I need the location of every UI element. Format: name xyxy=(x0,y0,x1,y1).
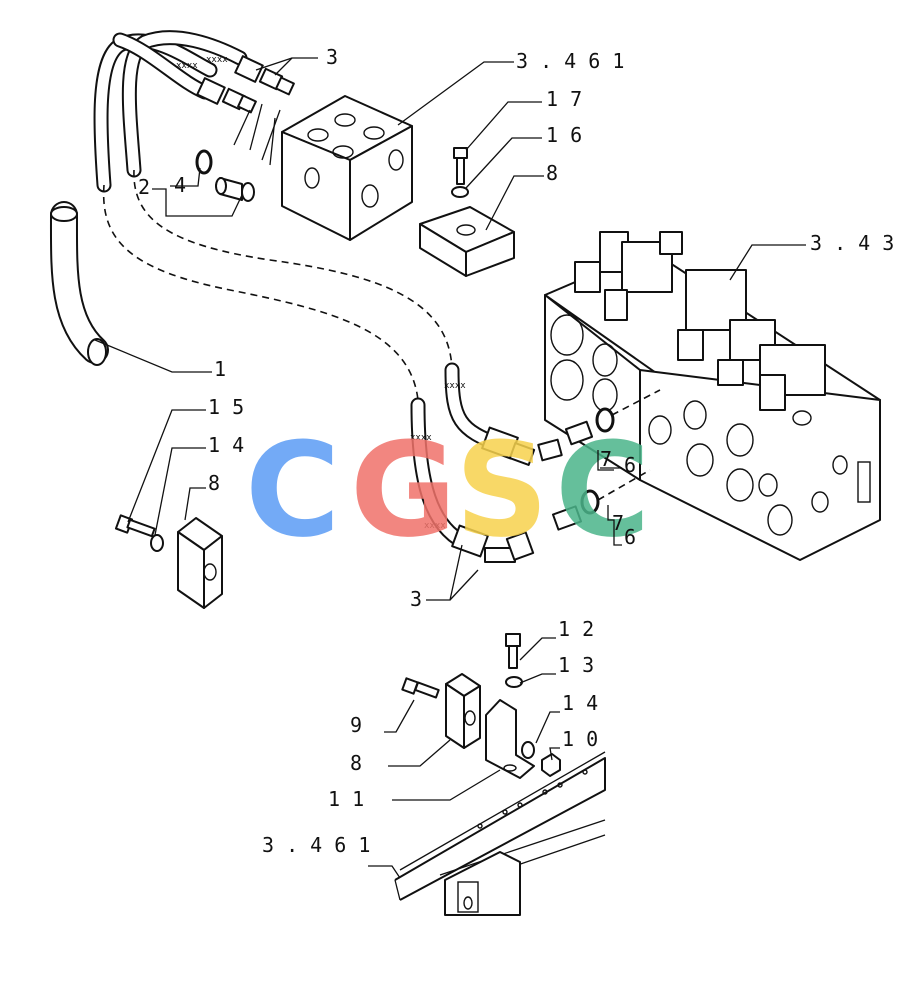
callout-9: 9 xyxy=(350,713,362,737)
washer-16 xyxy=(451,186,469,198)
nut-10 xyxy=(541,753,561,777)
clamp-8-left xyxy=(177,517,223,609)
svg-text:xxxx: xxxx xyxy=(206,55,228,65)
o-ring-4 xyxy=(195,149,213,175)
callout-1: 1 xyxy=(214,357,226,381)
callout-4: 4 xyxy=(174,173,186,197)
svg-text:xxxx: xxxx xyxy=(176,61,198,71)
svg-text:xxxx: xxxx xyxy=(410,433,432,443)
chassis-frame xyxy=(394,751,606,916)
bolt-17 xyxy=(453,147,468,185)
callout-7-b: 7 xyxy=(612,511,624,535)
callout-3-461-bottom: 3 . 4 6 1 xyxy=(262,833,370,857)
bolt-12 xyxy=(505,633,521,669)
bolt-15 xyxy=(114,514,156,538)
watermark-letter-4: C xyxy=(555,414,650,566)
hose-fittings-top: xxxx xxxx xyxy=(176,55,295,114)
hose-part-1 xyxy=(49,201,109,366)
control-valve-assembly xyxy=(544,231,881,561)
callout-3-43: 3 . 4 3 xyxy=(810,231,894,255)
hose-route-dashed-1 xyxy=(102,184,419,401)
callout-14-right: 1 4 xyxy=(562,691,598,715)
svg-text:xxxx: xxxx xyxy=(424,521,446,531)
callout-7-a: 7 xyxy=(600,447,612,471)
callout-labels: 3 3 . 4 6 1 1 7 1 6 8 3 . 4 3 2 4 1 1 5 … xyxy=(138,45,894,857)
callout-12: 1 2 xyxy=(558,617,594,641)
hose-pair xyxy=(93,30,248,193)
svg-text:xxxx: xxxx xyxy=(444,381,466,391)
watermark-letter-2: G xyxy=(350,414,457,566)
callout-13: 1 3 xyxy=(558,653,594,677)
callout-6-a: 6 xyxy=(624,453,636,477)
nipple-fitting xyxy=(215,177,255,202)
o-ring-7-a xyxy=(595,407,615,433)
callout-3-461-top: 3 . 4 6 1 xyxy=(516,49,624,73)
assembly-axis-b xyxy=(597,469,651,501)
bolt-9 xyxy=(401,677,440,699)
watermark-letter-3: S xyxy=(455,414,549,566)
valve-hoses: xxxx xxxx xxxx xyxy=(410,362,594,563)
callout-11: 1 1 xyxy=(328,787,364,811)
washer-13 xyxy=(505,676,523,688)
manifold-block xyxy=(281,95,413,241)
hose-route-dashed-2 xyxy=(133,169,453,371)
callout-3-bottom: 3 xyxy=(410,587,422,611)
callout-8-left: 8 xyxy=(208,471,220,495)
callout-8-top: 8 xyxy=(546,161,558,185)
callout-6-b: 6 xyxy=(624,525,636,549)
callout-15: 1 5 xyxy=(208,395,244,419)
clamp-8-top xyxy=(419,206,515,277)
callout-17: 1 7 xyxy=(546,87,582,111)
bracket-11 xyxy=(485,699,535,779)
callout-3-top: 3 xyxy=(326,45,338,69)
callout-8-bottom: 8 xyxy=(350,751,362,775)
washer-14-left xyxy=(150,534,164,552)
callout-10: 1 0 xyxy=(562,727,598,751)
callout-16: 1 6 xyxy=(546,123,582,147)
callout-2: 2 xyxy=(138,175,150,199)
clamp-8-bottom xyxy=(445,673,481,749)
washer-14-right xyxy=(521,741,535,759)
callout-14-left: 1 4 xyxy=(208,433,244,457)
leader-lines xyxy=(94,57,806,879)
assembly-axis-a xyxy=(611,389,661,416)
watermark-letter-1: C xyxy=(245,414,340,566)
watermark: C G S C xyxy=(245,414,650,566)
o-ring-7-b xyxy=(580,489,600,515)
